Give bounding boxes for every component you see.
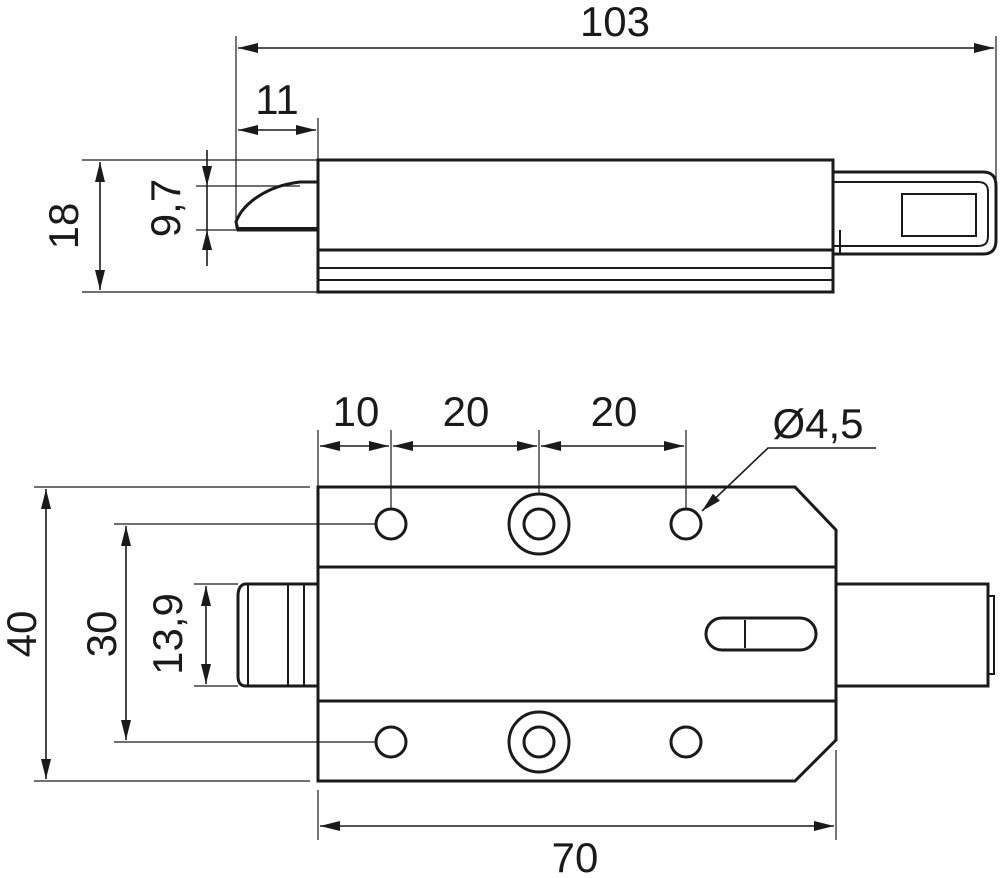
label-front-total-height: 40 (0, 611, 45, 658)
label-body-length: 70 (552, 834, 599, 878)
mounting-hole-top-center-inner (522, 507, 556, 541)
top-view: 103 11 18 9,7 (40, 0, 998, 294)
bolt-rear-slot (901, 193, 977, 237)
label-hole-diameter: Ø4,5 (772, 400, 863, 447)
mounting-hole-bottom-left (374, 725, 408, 759)
bolt-slot (704, 616, 818, 652)
label-overall-length: 103 (580, 0, 650, 45)
label-hole-spacing-2: 20 (591, 388, 638, 435)
mounting-hole-top-left (374, 507, 408, 541)
label-hole-row-spacing: 30 (78, 611, 125, 658)
label-top-total-height: 18 (40, 203, 87, 250)
leader-hole-diameter (701, 447, 876, 512)
mounting-hole-top-center-outer (507, 492, 571, 556)
label-front-bolt-height: 13,9 (144, 593, 191, 675)
label-bolt-tip-length: 11 (255, 76, 299, 123)
body-base-rail (316, 250, 835, 294)
mounting-hole-bottom-center-inner (522, 725, 556, 759)
mounting-hole-bottom-center-outer (507, 710, 571, 774)
mounting-hole-top-right (669, 507, 703, 541)
bolt-tip-side (234, 180, 318, 232)
bolt-rear-side (833, 170, 998, 256)
label-hole-offset: 10 (333, 388, 380, 435)
bolt-left-front (236, 582, 318, 688)
bolt-right-front (836, 582, 990, 688)
label-top-bolt-height: 9,7 (142, 179, 189, 237)
label-hole-spacing-1: 20 (443, 388, 490, 435)
front-view: 10 20 20 Ø4,5 40 30 13,9 70 (0, 388, 995, 878)
latch-body-front (316, 485, 838, 783)
latch-body-side (316, 158, 835, 252)
mounting-hole-bottom-right (669, 725, 703, 759)
